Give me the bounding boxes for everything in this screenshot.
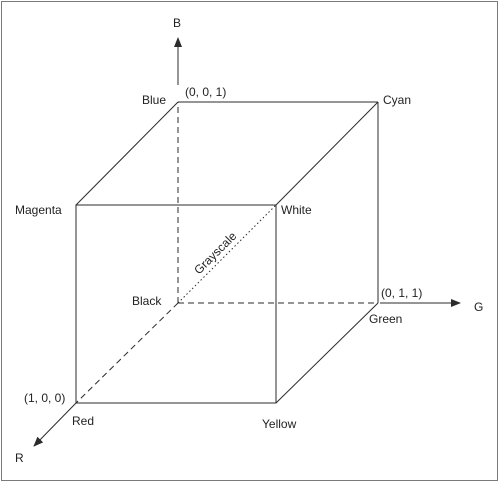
edge-yellow-green xyxy=(275,302,379,404)
b-axis-label: B xyxy=(173,16,181,30)
label-green: Green xyxy=(369,312,402,326)
r-axis-arrow xyxy=(33,402,77,447)
coord-green: (0, 1, 1) xyxy=(381,286,422,300)
coord-red: (1, 0, 0) xyxy=(24,391,65,405)
edge-white-cyan xyxy=(275,101,379,206)
grayscale-label: Grayscale xyxy=(191,229,239,277)
label-white: White xyxy=(281,203,312,217)
r-axis-label: R xyxy=(15,451,24,465)
coord-blue: (0, 0, 1) xyxy=(185,85,226,99)
label-black: Black xyxy=(132,294,162,308)
front-face xyxy=(75,204,277,404)
grayscale-diagonal xyxy=(177,204,277,304)
label-yellow: Yellow xyxy=(262,417,297,431)
label-magenta: Magenta xyxy=(15,203,62,217)
g-axis-label: G xyxy=(474,300,483,314)
label-blue: Blue xyxy=(142,93,166,107)
edge-magenta-blue xyxy=(75,101,179,206)
label-cyan: Cyan xyxy=(383,93,411,107)
edge-black-red xyxy=(75,302,179,404)
label-red: Red xyxy=(72,414,94,428)
